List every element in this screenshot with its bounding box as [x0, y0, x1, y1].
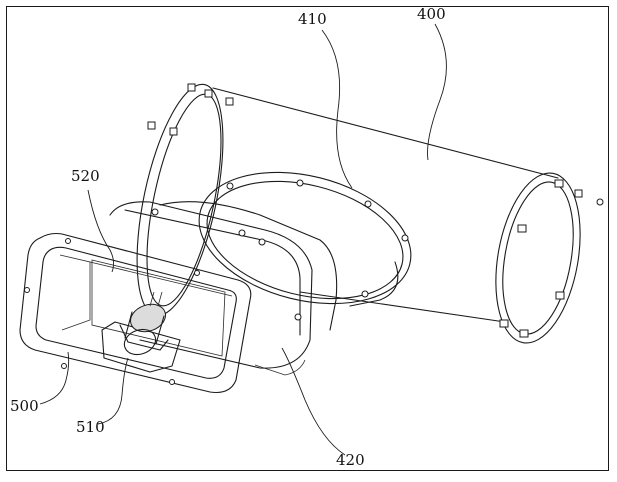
leader-510	[97, 357, 129, 425]
cylinder-flange	[198, 171, 412, 307]
leader-410	[321, 29, 353, 189]
leader-500	[39, 351, 70, 405]
ref-label-500: 500	[10, 397, 39, 415]
ref-label-520: 520	[71, 167, 100, 185]
ref-label-400: 400	[417, 5, 446, 23]
cylinder-tube	[136, 83, 604, 344]
leader-520	[87, 189, 115, 273]
motor	[101, 291, 181, 373]
ref-label-510: 510	[76, 418, 105, 436]
leader-400	[427, 23, 447, 161]
panel	[91, 259, 226, 357]
ref-label-420: 420	[336, 451, 365, 469]
leader-420	[281, 347, 346, 456]
transition-duct	[109, 201, 338, 376]
ref-label-410: 410	[298, 10, 327, 28]
drawing-border	[6, 6, 609, 471]
